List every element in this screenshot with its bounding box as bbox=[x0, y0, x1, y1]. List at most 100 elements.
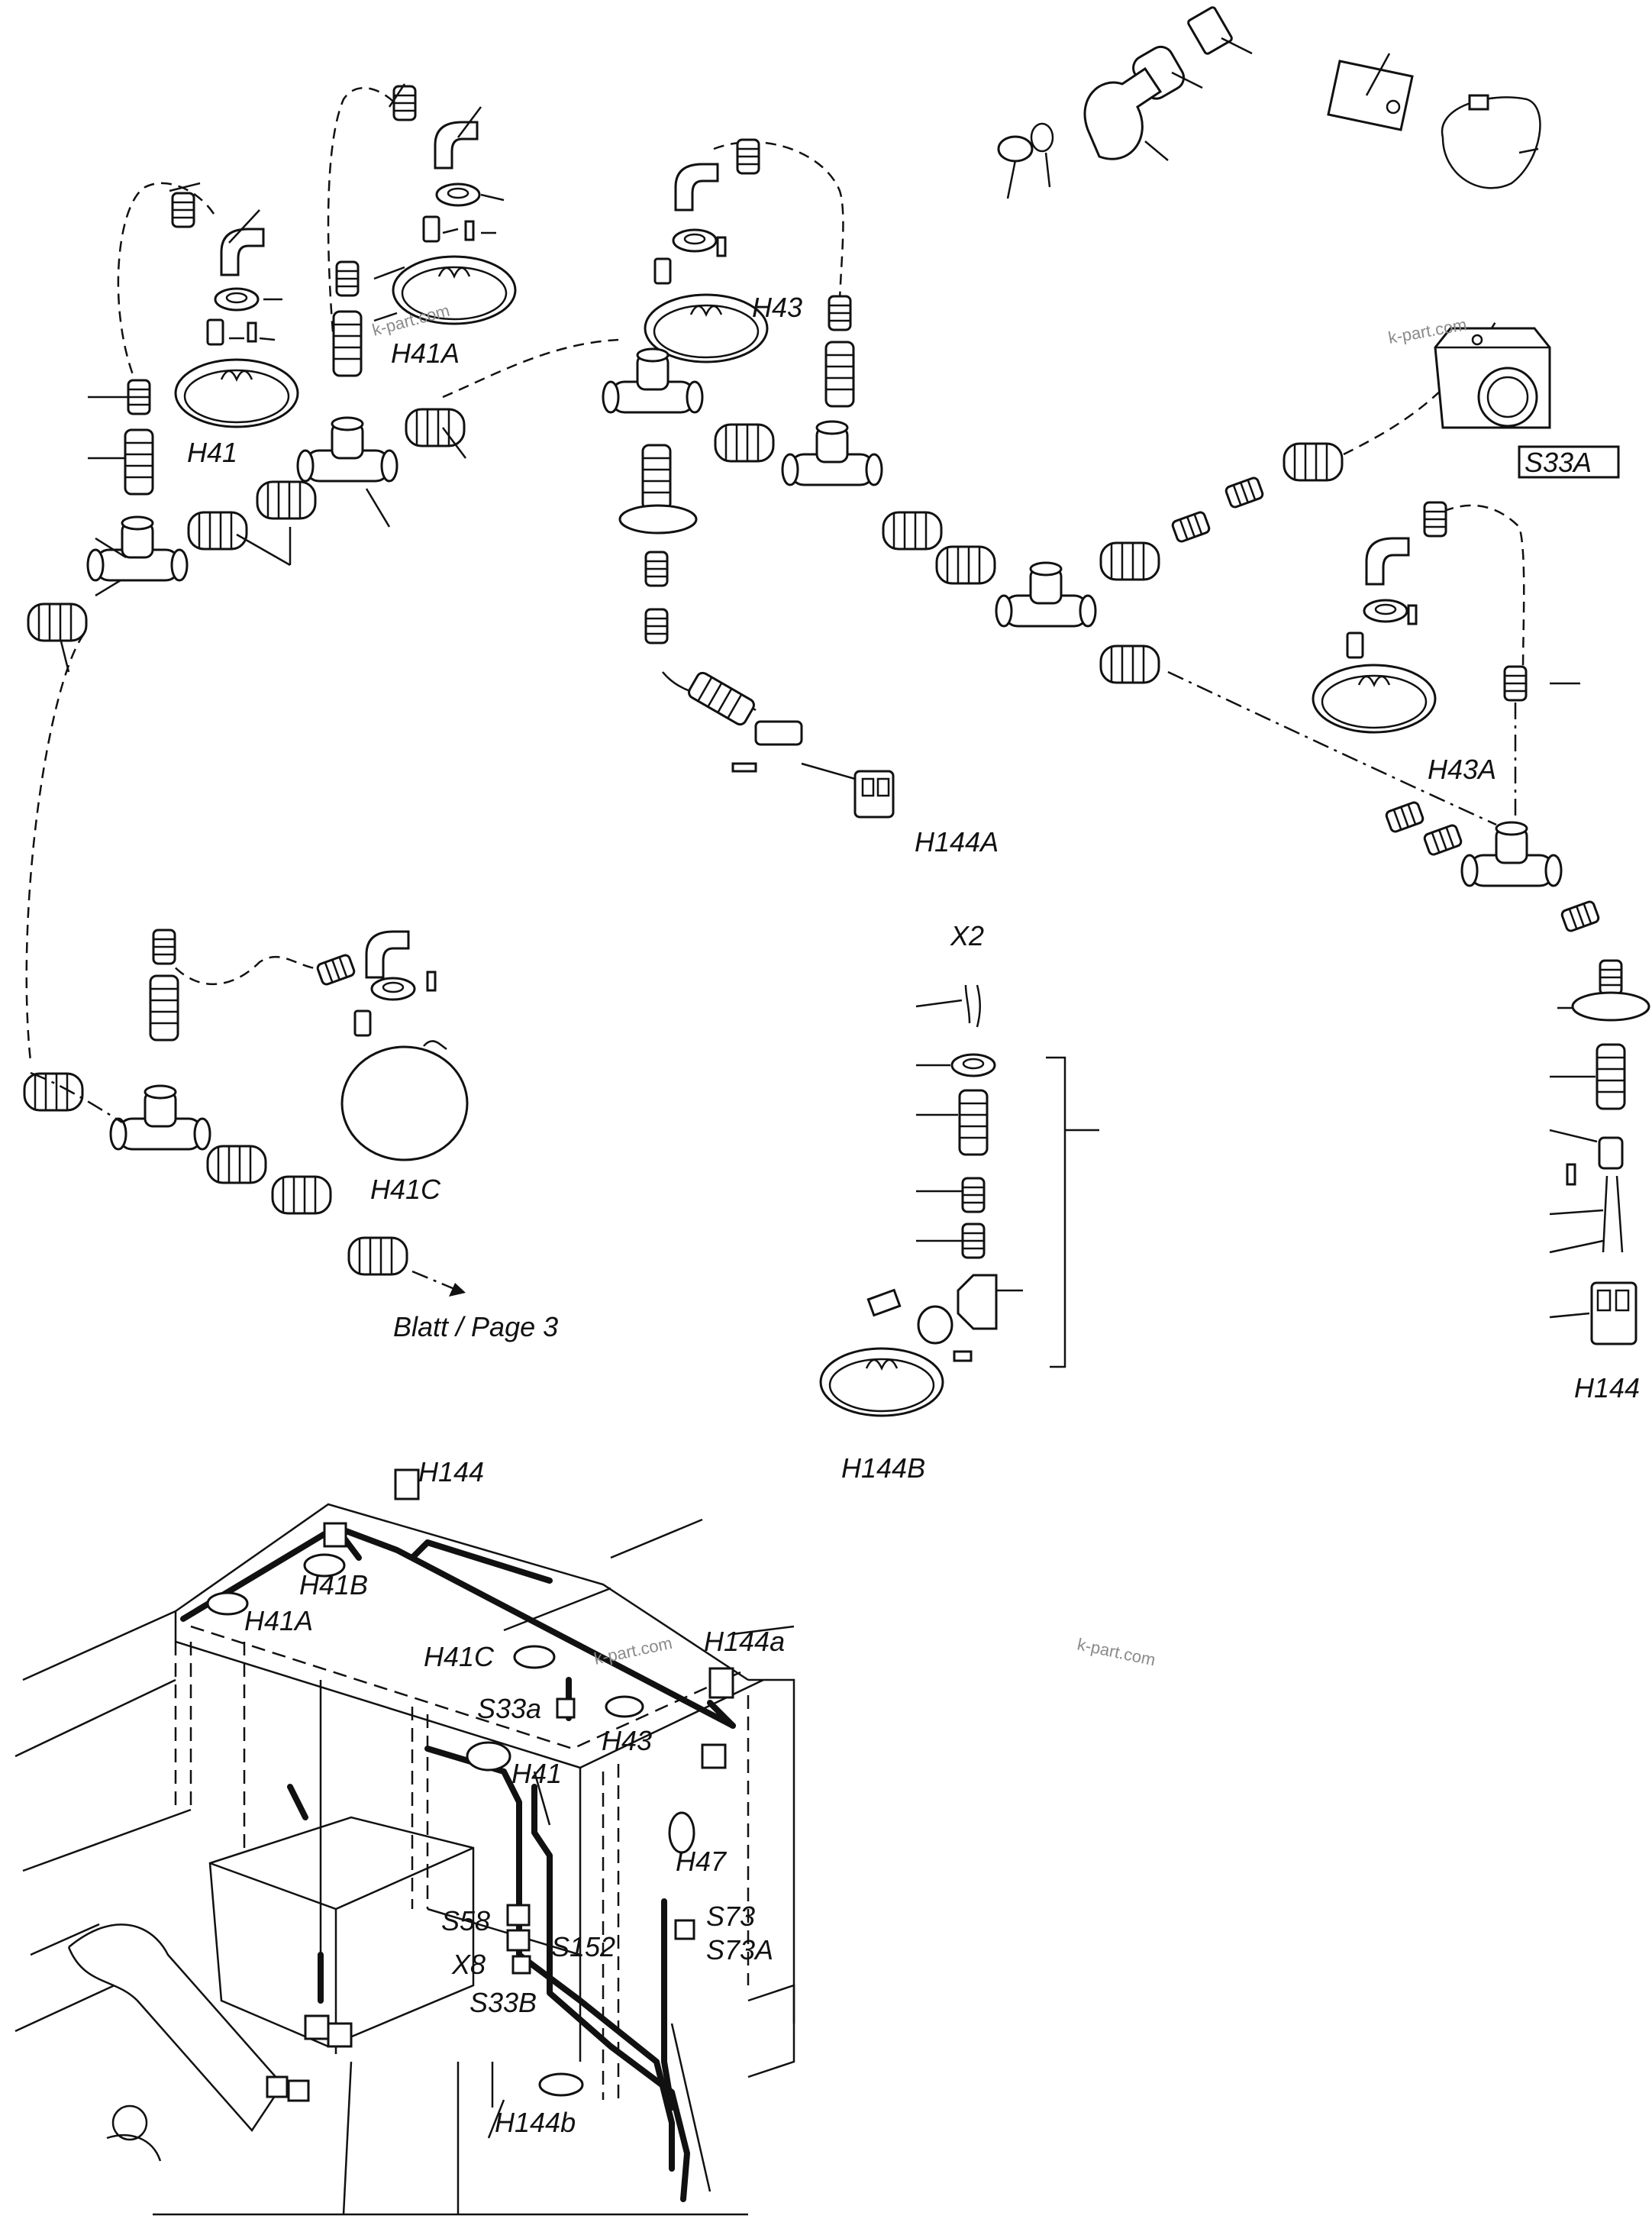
sleeve-icon bbox=[149, 974, 179, 1042]
elbow-fitting-icon bbox=[220, 228, 265, 276]
h43a-group bbox=[1312, 501, 1650, 1345]
asm-label-s152: S152 bbox=[551, 1931, 615, 1962]
sleeve-icon bbox=[124, 428, 154, 496]
screw-icon bbox=[953, 1350, 973, 1362]
h41-group bbox=[25, 83, 619, 1062]
sleeve-icon bbox=[686, 669, 757, 728]
tee-fitting-icon bbox=[296, 416, 398, 483]
lamp-h41c-icon bbox=[340, 1040, 469, 1161]
nut-icon bbox=[370, 977, 416, 1001]
h144-connector-icon bbox=[394, 1468, 420, 1500]
clip-icon bbox=[422, 215, 440, 243]
elbow-fitting-icon bbox=[674, 163, 719, 212]
grommet-icon bbox=[961, 1223, 986, 1259]
hardware-group bbox=[997, 6, 1541, 199]
asm-label-s73: S73 bbox=[706, 1901, 755, 1932]
bellows-icon bbox=[256, 480, 317, 520]
leader-lines bbox=[915, 999, 1023, 1292]
asm-label-h41b: H41B bbox=[299, 1569, 368, 1600]
s33a-label-box bbox=[1518, 445, 1620, 479]
lamp-h47-icon bbox=[668, 1811, 695, 1854]
lamp-h41c-icon bbox=[513, 1645, 556, 1669]
grommet-icon bbox=[315, 952, 357, 987]
bellows-icon bbox=[1283, 442, 1344, 482]
s33a-switch-box bbox=[1434, 327, 1551, 429]
asm-label-s33b: S33B bbox=[469, 1987, 537, 2018]
nut-icon bbox=[917, 1305, 953, 1345]
sleeve-icon bbox=[1596, 1043, 1626, 1110]
clip-icon bbox=[1346, 631, 1364, 659]
nut-icon bbox=[435, 182, 481, 207]
label-s33a: S33A bbox=[1525, 447, 1592, 478]
asm-label-h43: H43 bbox=[602, 1725, 652, 1756]
grommet-icon bbox=[127, 379, 151, 415]
asm-label-x8: X8 bbox=[451, 1949, 486, 1980]
asm-label-h47: H47 bbox=[676, 1846, 728, 1877]
grommet-icon bbox=[152, 929, 176, 965]
bellows-icon bbox=[882, 511, 943, 551]
h41c-group bbox=[23, 929, 469, 1297]
grommet-icon bbox=[736, 138, 760, 175]
nut-icon bbox=[997, 135, 1034, 163]
grommet-icon bbox=[171, 192, 195, 228]
grommet-icon bbox=[1423, 501, 1447, 538]
label-h144b: H144B bbox=[841, 1452, 925, 1484]
grommet-icon bbox=[1599, 959, 1623, 996]
lamp-h41b-icon bbox=[303, 1553, 346, 1578]
nut-icon bbox=[1363, 599, 1408, 623]
asm-label-h144b: H144b bbox=[495, 2107, 576, 2138]
asm-label-h41a: H41A bbox=[244, 1605, 313, 1636]
elbow-fitting-icon bbox=[957, 1274, 998, 1330]
tee-fitting-icon bbox=[781, 420, 883, 486]
clip-icon bbox=[866, 1288, 902, 1317]
watermark: k-part.com bbox=[1076, 1634, 1157, 1669]
label-h41c: H41C bbox=[370, 1174, 441, 1205]
pin-icon bbox=[1566, 1163, 1576, 1186]
assembly-view bbox=[15, 1468, 795, 2216]
sleeve-icon bbox=[958, 1089, 989, 1156]
bellows-icon bbox=[405, 408, 466, 447]
bellows-icon bbox=[714, 423, 775, 463]
nut-icon bbox=[214, 287, 260, 312]
washer-icon bbox=[1571, 991, 1650, 1022]
grommet-icon bbox=[961, 1177, 986, 1213]
bolt-icon bbox=[1187, 6, 1233, 55]
screw-icon bbox=[426, 971, 437, 992]
asm-label-h41c: H41C bbox=[424, 1641, 495, 1672]
bellows-icon bbox=[1099, 644, 1160, 684]
plug-connector-icon bbox=[1590, 1281, 1637, 1345]
sleeve-icon bbox=[641, 444, 672, 511]
asm-label-h144a: H144a bbox=[704, 1626, 785, 1657]
washer-icon bbox=[618, 504, 698, 535]
s33a-switch-icon bbox=[556, 1697, 576, 1719]
lamp-h144b-icon bbox=[538, 2072, 584, 2097]
grommet-icon bbox=[335, 260, 360, 297]
page-reference: Blatt / Page 3 bbox=[393, 1311, 558, 1342]
sleeve-icon bbox=[824, 341, 855, 408]
clip-icon bbox=[653, 257, 672, 285]
screw-icon bbox=[247, 321, 257, 343]
lamp-h43-icon bbox=[605, 1695, 644, 1718]
bellows-icon bbox=[27, 602, 88, 642]
bellows-icon bbox=[271, 1175, 332, 1215]
grommet-icon bbox=[644, 608, 669, 644]
elbow-fitting-icon bbox=[1365, 537, 1410, 586]
label-plate-icon bbox=[1327, 60, 1414, 131]
screw-icon bbox=[716, 236, 727, 257]
tee-fitting-icon bbox=[995, 561, 1097, 628]
label-h43a: H43A bbox=[1428, 754, 1496, 785]
label-h41a: H41A bbox=[391, 338, 460, 369]
lamp-h41-icon bbox=[174, 358, 299, 428]
s33b-switch-icon bbox=[511, 1955, 531, 1975]
elbow-fitting-icon bbox=[365, 930, 410, 979]
cable-gland-icon bbox=[754, 720, 803, 746]
cable-gland-icon bbox=[1598, 1136, 1624, 1170]
label-x2: X2 bbox=[950, 920, 984, 951]
asm-label-h41: H41 bbox=[511, 1758, 562, 1789]
grommet-icon bbox=[1560, 899, 1601, 934]
grommet-icon bbox=[1170, 509, 1212, 544]
sleeve-icon bbox=[332, 310, 363, 377]
bellows-icon bbox=[23, 1072, 84, 1112]
bellows-icon bbox=[935, 545, 996, 585]
